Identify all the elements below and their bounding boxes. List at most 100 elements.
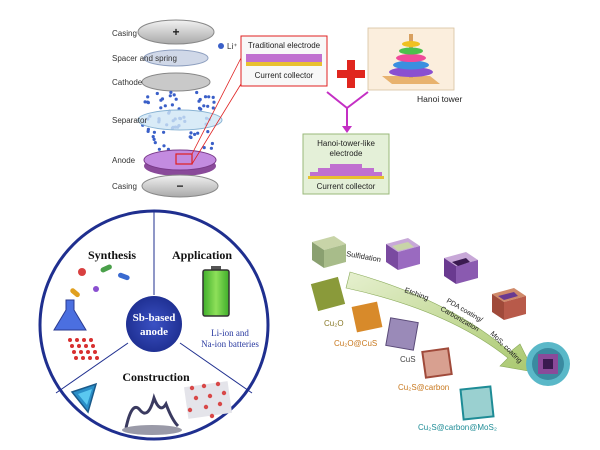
process-arrow xyxy=(345,271,535,373)
li-ion-particle xyxy=(195,90,199,95)
stepped-electrode xyxy=(310,164,382,176)
hanoi-like-label-2: electrode xyxy=(330,149,363,158)
casing-bottom-label: Casing xyxy=(112,182,137,191)
li-ion-particle xyxy=(169,90,173,94)
li-ion-particle xyxy=(152,130,156,134)
lattice-atom xyxy=(79,350,83,354)
application-label: Application xyxy=(172,248,232,262)
li-ion-particle xyxy=(211,106,215,110)
center-circle xyxy=(126,296,182,352)
hanoi-like-label-1: Hanoi-tower-like xyxy=(317,139,375,148)
li-ion-particle xyxy=(189,131,193,135)
lattice-atom xyxy=(93,350,97,354)
flask-icon xyxy=(53,299,87,331)
li-ion-particle xyxy=(163,104,167,108)
li-ion-particle xyxy=(146,127,150,131)
li-ion-particle xyxy=(197,106,202,110)
casing-bottom-disk xyxy=(141,174,219,198)
casing-bottom-minus: − xyxy=(176,179,183,193)
separator-disk xyxy=(137,109,223,131)
lattice-atom xyxy=(77,344,81,348)
li-ion-particle xyxy=(172,93,176,97)
ring-yellow xyxy=(402,41,420,47)
sulfidation-label: Sulfidation xyxy=(346,249,382,264)
cube-cu2o-3d xyxy=(312,236,346,268)
hanoi-tower-label: Hanoi tower xyxy=(417,94,463,104)
ring-purple xyxy=(389,67,433,77)
li-ion-particle xyxy=(174,97,178,101)
lattice-atom xyxy=(84,344,88,348)
cu2o-cus-label: Cu₂O@CuS xyxy=(334,339,377,348)
cu2s-carbon-mos2-label: Cu₂S@carbon@MoS₂ xyxy=(418,423,497,432)
lattice-atom xyxy=(89,338,93,342)
traditional-electrode-label: Traditional electrode xyxy=(248,41,321,50)
li-ion-particle xyxy=(153,141,157,145)
application-detail-1: Li-ion and xyxy=(211,328,249,338)
cube-cu2o-cus-3d xyxy=(386,238,420,270)
lattice-atom xyxy=(88,356,92,360)
current-collector-label: Current collector xyxy=(255,71,314,80)
pore-dot xyxy=(207,393,213,399)
li-ion-particle xyxy=(198,97,202,102)
merge-arrow xyxy=(326,91,369,133)
construction-icons xyxy=(70,381,233,435)
li-ion-particle xyxy=(152,137,156,141)
li-ion-particle xyxy=(196,131,200,135)
porous-sheet-dots xyxy=(187,381,227,419)
application-detail-2: Na-ion batteries xyxy=(201,339,259,349)
casing-top-disk xyxy=(137,19,215,45)
li-ion-particle xyxy=(159,106,163,110)
li-ion-particle xyxy=(162,144,166,148)
sb-anode-wheel: Synthesis Application Construction Li-io… xyxy=(38,209,270,441)
lattice-atom xyxy=(86,350,90,354)
pore-dot xyxy=(217,401,223,407)
li-ion-particle xyxy=(162,130,166,134)
porous-sheet-icon xyxy=(183,381,233,419)
anode-label: Anode xyxy=(112,156,136,165)
hanoi-like-electrode-panel: Hanoi-tower-like electrode Current colle… xyxy=(302,133,390,195)
cu2s-process-panel: Sulfidation Etching PDA coating/ Carboni… xyxy=(310,236,570,432)
li-ion-particle xyxy=(211,95,215,99)
battery-exploded-view: + Casing Li⁺ Spacer and spring Cathode S… xyxy=(112,19,242,198)
synthesis-label: Synthesis xyxy=(88,248,136,262)
lattice-atom xyxy=(91,344,95,348)
current-collector-label-2: Current collector xyxy=(317,182,376,191)
li-ion-particle xyxy=(155,91,159,96)
plus-sign xyxy=(337,60,365,88)
crystal-lattice-icon xyxy=(68,338,99,360)
anode-highlight-box xyxy=(175,153,193,165)
zoom-line-bottom xyxy=(191,83,242,165)
li-ion-particle xyxy=(170,103,174,107)
casing-top-label: Casing xyxy=(112,29,137,38)
divider-left xyxy=(55,342,129,394)
li-ion-particle xyxy=(203,95,208,99)
collector-layer xyxy=(246,62,322,66)
casing-top-plus: + xyxy=(172,25,179,39)
li-ion-particle xyxy=(207,95,211,99)
ring-pink xyxy=(396,54,426,62)
pore-dot xyxy=(201,383,207,389)
sem-cu2s-carbon xyxy=(421,347,453,379)
spacer-label: Spacer and spring xyxy=(112,54,177,63)
li-ion-particle xyxy=(209,146,213,150)
synthesis-icons xyxy=(53,264,130,360)
cathode-disk xyxy=(141,72,211,92)
li-ion-particle xyxy=(210,141,214,146)
li-ion-particle xyxy=(206,104,210,108)
lattice-atom xyxy=(81,356,85,360)
cube-cus-3d xyxy=(444,252,478,284)
zoom-line-top xyxy=(191,57,242,155)
pore-dot xyxy=(193,395,199,401)
li-ion-particle xyxy=(157,147,161,151)
nanotube-icon xyxy=(122,393,182,435)
sem-cu2o xyxy=(310,276,346,312)
pore-dot xyxy=(189,385,195,391)
lattice-atom xyxy=(70,344,74,348)
li-ion-label: Li⁺ xyxy=(227,42,237,51)
cathode-label: Cathode xyxy=(112,78,143,87)
lattice-atom xyxy=(72,350,76,354)
spacer-disk xyxy=(143,49,209,67)
lattice-atom xyxy=(95,356,99,360)
lattice-atom xyxy=(82,338,86,342)
